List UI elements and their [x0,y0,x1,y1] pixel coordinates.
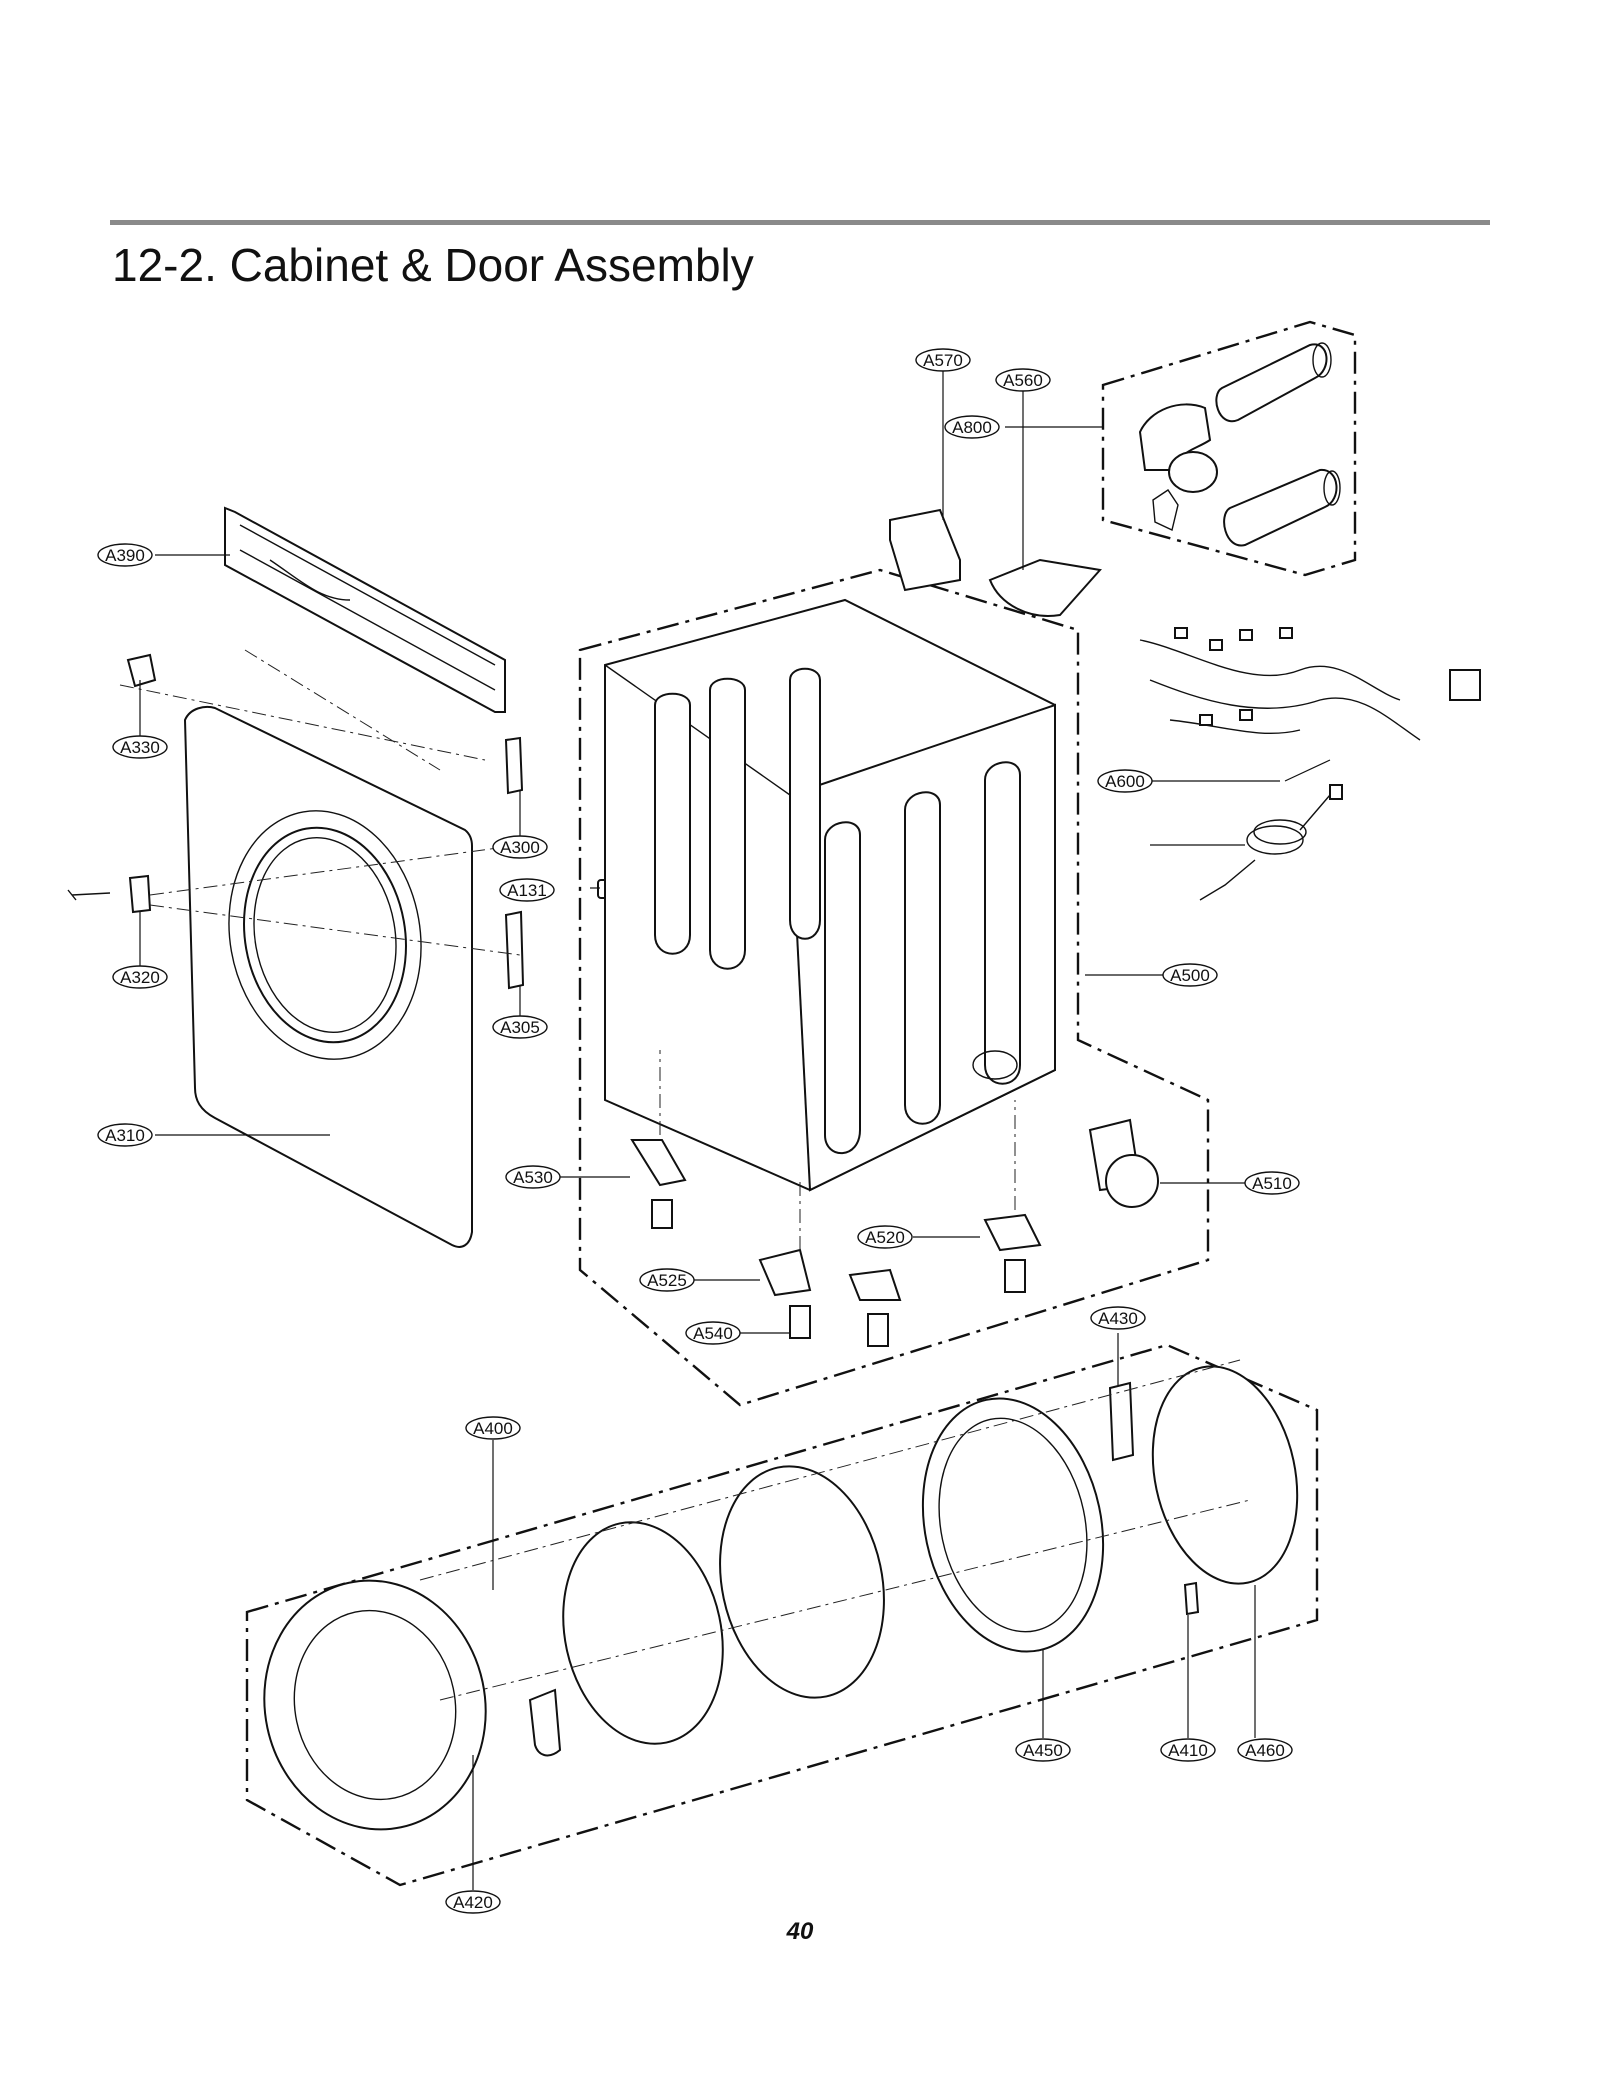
callout-A460: A460 [1237,1738,1293,1762]
svg-text:A390: A390 [105,546,145,565]
power-cord-part [1199,784,1343,901]
svg-text:A800: A800 [952,418,992,437]
svg-text:A410: A410 [1168,1741,1208,1760]
door-group-frame [245,1343,1319,1887]
svg-text:A400: A400 [473,1419,513,1438]
clip-part [126,653,157,688]
rear-right-foot-part [1004,1259,1026,1293]
svg-text:A540: A540 [693,1324,733,1343]
door-glass-part [562,1521,724,1745]
svg-text:A131: A131 [507,881,547,900]
callout-A390: A390 [97,543,153,567]
svg-text:A600: A600 [1105,772,1145,791]
duct-cover-part [988,558,1102,617]
svg-text:A460: A460 [1245,1741,1285,1760]
rear-bracket-part [889,508,961,592]
door-hinge-part [1183,1581,1200,1616]
callout-A330: A330 [112,735,168,759]
duct-kit-part [1138,342,1341,547]
svg-text:A450: A450 [1023,1741,1063,1760]
svg-text:A525: A525 [647,1271,687,1290]
svg-text:A300: A300 [500,838,540,857]
svg-text:A560: A560 [1003,371,1043,390]
svg-text:A320: A320 [120,968,160,987]
callout-A420: A420 [445,1890,501,1914]
rear-center-foot-part [867,1313,889,1347]
cabinet-group-frame [578,568,1210,1407]
svg-text:A500: A500 [1170,966,1210,985]
door-frame-part [921,1397,1105,1653]
svg-text:A430: A430 [1098,1309,1138,1328]
callout-A560: A560 [995,368,1051,392]
latch-part [128,874,152,914]
callout-A500: A500 [1162,963,1218,987]
callout-A410: A410 [1160,1738,1216,1762]
inner-glass-part [719,1465,885,1699]
page-number: 40 [786,1918,814,1945]
svg-text:A420: A420 [453,1893,493,1912]
rear-left-foot-part [789,1305,811,1339]
callout-A530: A530 [505,1165,561,1189]
callout-A400: A400 [465,1416,521,1440]
callout-A600: A600 [1097,769,1153,793]
svg-text:A520: A520 [865,1228,905,1247]
callout-A430: A430 [1090,1306,1146,1330]
svg-text:A530: A530 [513,1168,553,1187]
callout-A570: A570 [915,348,971,372]
callout-A525: A525 [639,1268,695,1292]
page-title: 12-2. Cabinet & Door Assembly [112,239,754,291]
front-left-foot-part [651,1199,673,1229]
screw-part [67,889,111,901]
door-handle-part [528,1688,562,1757]
door-seal-part [1151,1365,1299,1585]
callout-A131: A131 [499,878,555,902]
hinge-bracket-part [1108,1381,1135,1462]
exhaust-duct-part [1088,1118,1159,1208]
callout-A310: A310 [97,1123,153,1147]
callout-A510: A510 [1244,1171,1300,1195]
lower-hinge-part [504,910,525,990]
callout-A320: A320 [112,965,168,989]
front-left-bracket-part [630,1139,687,1187]
wire-harness-part [1139,627,1481,741]
door-outer-part [263,1579,487,1831]
svg-text:A305: A305 [500,1018,540,1037]
cabinet-part [604,598,1056,1192]
callout-A300: A300 [492,835,548,859]
upper-hinge-part [504,736,524,795]
rear-left-bracket-part [848,1268,902,1301]
rear-right-bracket-part [983,1213,1042,1252]
top-plate-part [224,506,506,713]
svg-text:A570: A570 [923,351,963,370]
duct-kit-frame [1101,320,1357,577]
svg-text:A510: A510 [1252,1174,1292,1193]
header-rule [110,220,1490,225]
callout-A450: A450 [1015,1738,1071,1762]
front-panel-part [183,705,473,1248]
callout-A540: A540 [685,1321,741,1345]
svg-text:A310: A310 [105,1126,145,1145]
callout-A305: A305 [492,1015,548,1039]
svg-text:A330: A330 [120,738,160,757]
front-right-bracket-part [758,1248,812,1297]
callout-A520: A520 [857,1225,913,1249]
callout-A800: A800 [944,415,1000,439]
